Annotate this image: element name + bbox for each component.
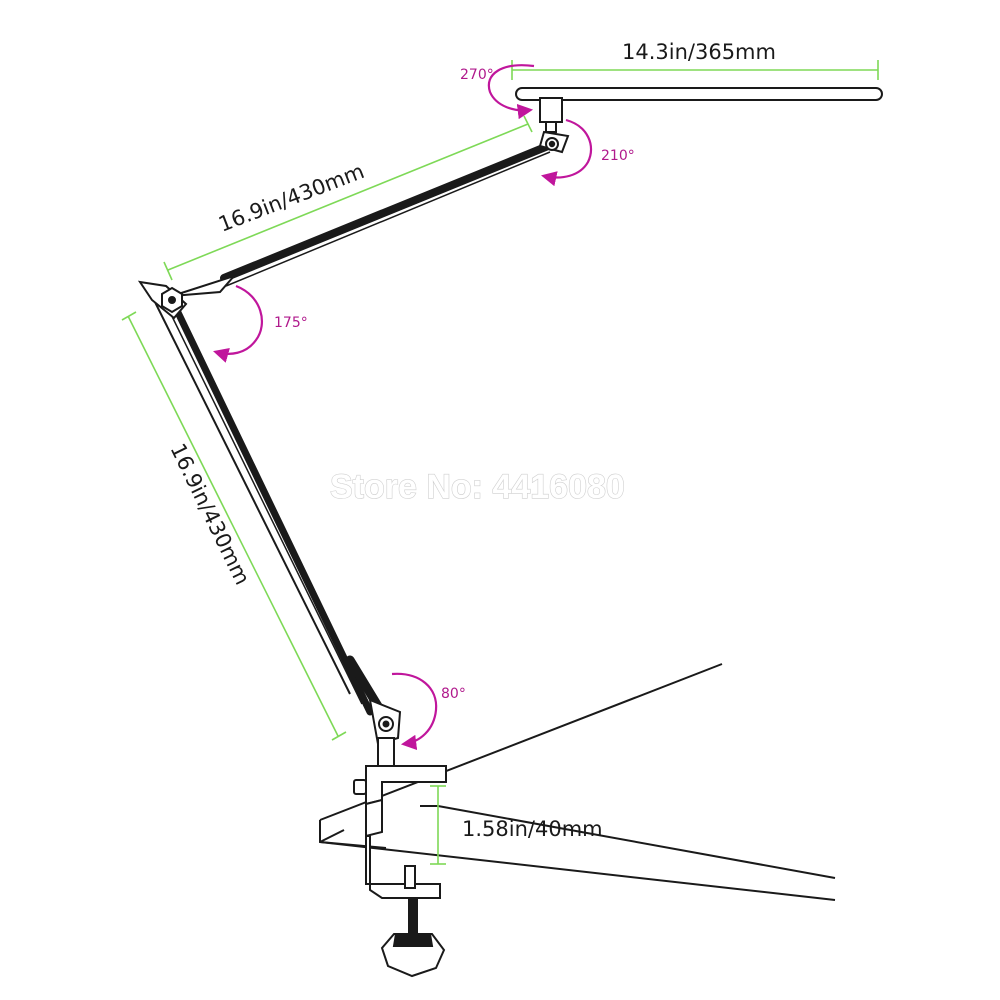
clamp (353, 765, 447, 978)
base-joint (368, 698, 402, 767)
head-tilt-angle-label: 210° (601, 148, 635, 164)
upper-arm (171, 142, 552, 297)
head-swivel-arrow (487, 64, 535, 120)
store-watermark: Store No: 4416080 (330, 468, 625, 506)
base-arrow (391, 672, 438, 751)
clamp-thickness-label: 1.58in/40mm (462, 817, 603, 841)
lamp-head (515, 87, 883, 154)
elbow-joint (161, 286, 183, 314)
base-angle-label: 80° (441, 686, 466, 702)
head-tilt-arrow (540, 118, 593, 187)
angle-arrows (213, 64, 593, 751)
elbow-angle-label: 175° (274, 315, 308, 331)
elbow-arrow (213, 284, 264, 363)
head-swivel-angle-label: 270° (460, 67, 494, 83)
lower-arm-length-label: 16.9in/430mm (166, 440, 255, 589)
table (319, 663, 836, 901)
head-length-label: 14.3in/365mm (622, 40, 776, 64)
